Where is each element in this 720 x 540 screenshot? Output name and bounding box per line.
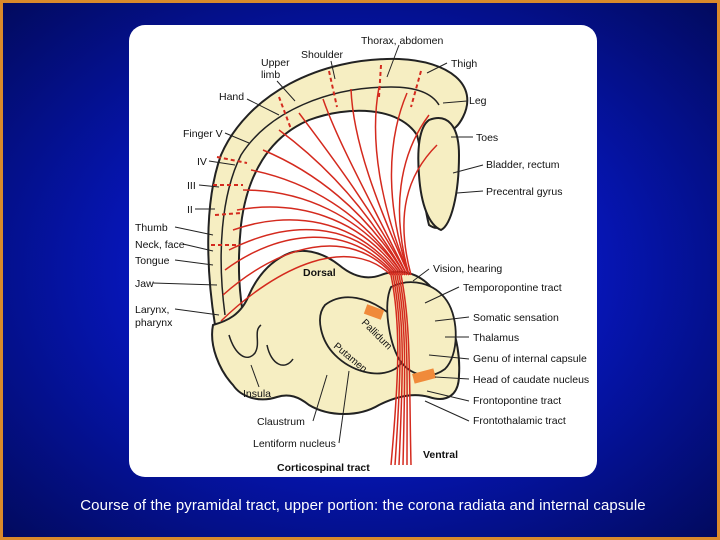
label-vision-hearing: Vision, hearing [433,263,502,275]
label-ii: II [187,204,193,216]
diagram-panel: Thorax, abdomen Shoulder Upper limb Thig… [129,25,597,477]
label-thorax-abdomen: Thorax, abdomen [361,35,443,47]
label-iv: IV [197,156,207,168]
label-upper-limb-line1: Upper [261,57,290,69]
lentiform-shape [319,296,408,375]
label-neck-face: Neck, face [135,239,185,251]
label-finger-v: Finger V [183,128,223,140]
corticospinal-fibers [220,86,438,466]
label-hand: Hand [219,91,244,103]
label-tongue: Tongue [135,255,170,267]
label-toes: Toes [476,132,498,144]
label-shoulder: Shoulder [301,49,344,61]
label-frontothalamic-tract: Frontothalamic tract [473,415,566,427]
label-lentiform-nucleus: Lentiform nucleus [253,438,336,450]
label-precentral-gyrus: Precentral gyrus [486,186,562,198]
label-larynx-line2: pharynx [135,317,173,329]
label-corticospinal-tract: Corticospinal tract [277,462,370,474]
label-thumb: Thumb [135,222,168,234]
label-temporopontine-tract: Temporopontine tract [463,282,562,294]
label-jaw: Jaw [135,278,154,290]
insula-folds [228,324,294,366]
label-dorsal: Dorsal [303,267,336,279]
pyramidal-tract-diagram: Thorax, abdomen Shoulder Upper limb Thig… [135,35,589,474]
label-larynx-line1: Larynx, [135,304,169,316]
temporopontine-patch [363,304,385,320]
slide-caption: Course of the pyramidal tract, upper por… [80,497,646,514]
label-thigh: Thigh [451,58,477,70]
label-thalamus: Thalamus [473,332,519,344]
label-leg: Leg [469,95,487,107]
label-genu: Genu of internal capsule [473,353,587,365]
leader-lines [152,44,484,444]
cortex-dividers [211,64,422,246]
label-iii: III [187,180,196,192]
label-somatic-sensation: Somatic sensation [473,312,559,324]
label-insula: Insula [243,388,271,400]
precentral-gyrus-shape [417,117,461,232]
label-head-caudate: Head of caudate nucleus [473,374,589,386]
cortex-inner-line [220,86,440,316]
frontopontine-patch [412,368,436,384]
label-claustrum: Claustrum [257,416,305,428]
label-ventral: Ventral [423,449,458,461]
label-bladder-rectum: Bladder, rectum [486,159,560,171]
label-frontopontine-tract: Frontopontine tract [473,395,561,407]
label-upper-limb-line2: limb [261,69,280,81]
